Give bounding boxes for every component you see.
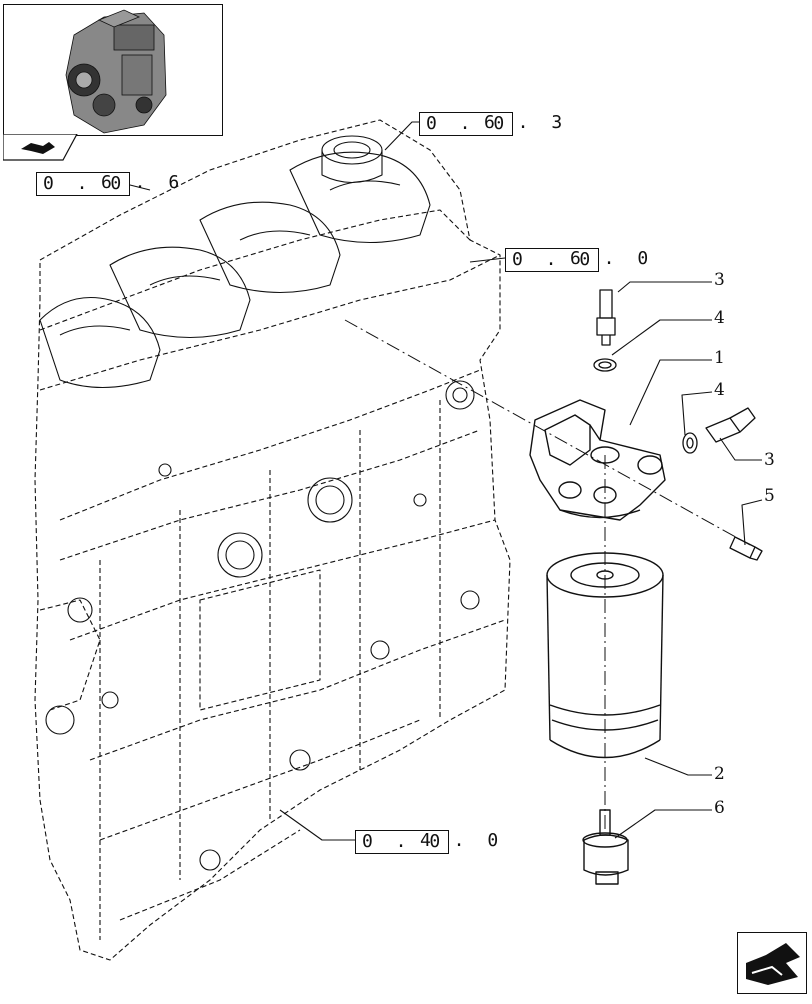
ref-suffix: 6 . 6 — [101, 172, 186, 193]
book-arrow-icon[interactable] — [3, 134, 83, 162]
ref-box[interactable]: 0 . 0 — [355, 830, 450, 854]
callout-3-side: 3 — [764, 450, 775, 470]
callout-1: 1 — [714, 348, 725, 368]
callout-4-side: 4 — [714, 380, 725, 400]
ref-suffix: 4 . 0 — [420, 830, 505, 851]
filter-head — [529, 399, 666, 521]
callout-2: 2 — [714, 764, 725, 784]
ref-suffix: 6 . 3 — [484, 112, 569, 133]
assembly-axis-lines — [344, 319, 751, 830]
engine-thumbnail — [3, 4, 223, 136]
fittings — [593, 289, 763, 561]
callout-4-upper: 4 — [714, 308, 725, 328]
filter-cartridge — [546, 552, 664, 759]
ref-box[interactable]: 0 . 0 — [36, 172, 131, 196]
next-page-button[interactable] — [737, 932, 807, 994]
ref-box[interactable]: 0 . 0 — [419, 112, 514, 136]
callout-5: 5 — [764, 486, 775, 506]
ref-box[interactable]: 0 . 0 — [505, 248, 600, 272]
engine-thumbnail-icon — [65, 9, 167, 134]
cylinder-head — [39, 135, 480, 871]
callout-6: 6 — [714, 798, 725, 818]
callout-3-upper: 3 — [714, 270, 725, 290]
ref-suffix: 6 . 0 — [570, 248, 655, 269]
next-page-arrow-icon — [746, 943, 800, 985]
leader-lines — [100, 121, 763, 841]
water-sensor — [582, 809, 629, 885]
engine-block — [34, 119, 511, 961]
